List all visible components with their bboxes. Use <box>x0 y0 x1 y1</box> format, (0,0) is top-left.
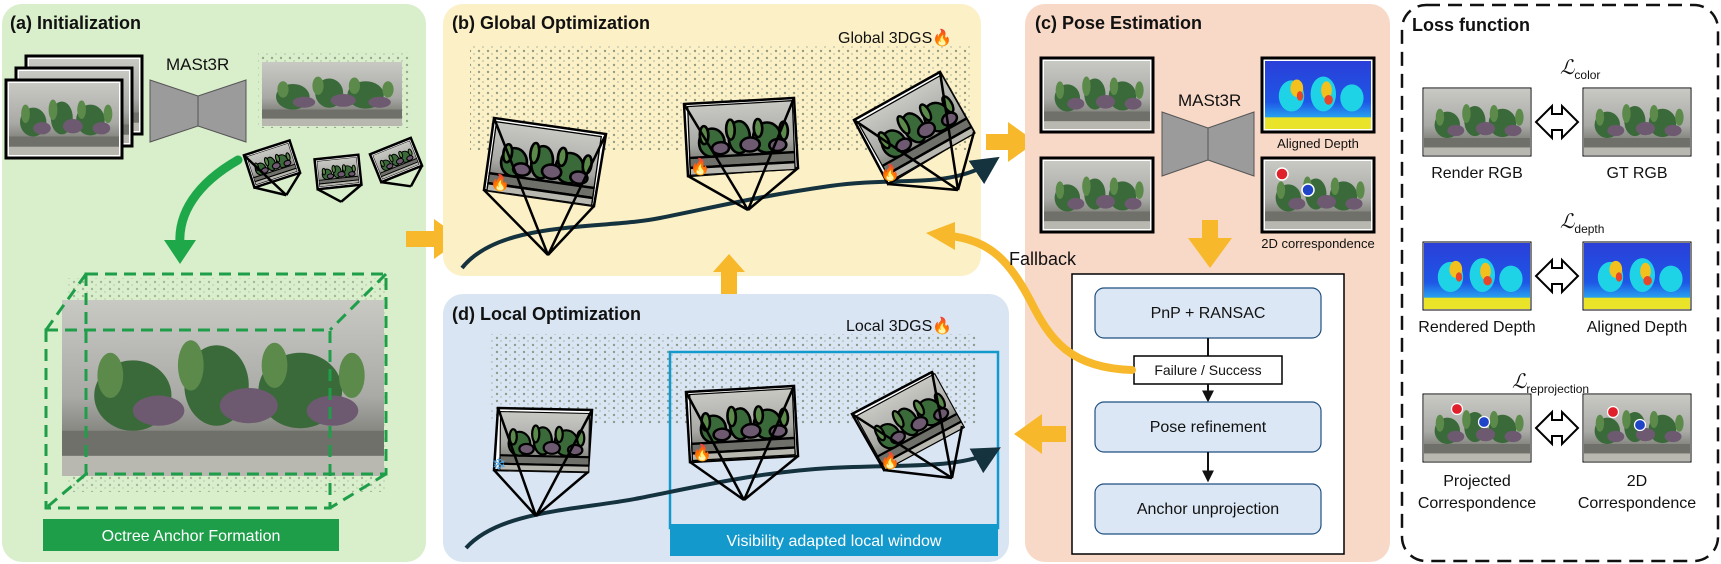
arrow-global-to-pose <box>986 122 1036 162</box>
svg-text:Aligned Depth: Aligned Depth <box>1587 319 1688 336</box>
svg-text:🔥: 🔥 <box>690 157 710 176</box>
pose-step-pnp: PnP + RANSAC <box>1094 287 1322 339</box>
panel-pose-estimation: (c) Pose Estimation MASt3R Aligned Depth… <box>1025 4 1390 562</box>
svg-text:🔥: 🔥 <box>880 163 900 182</box>
init-panel-title: (a) Initialization <box>10 13 141 33</box>
failure-success-check: Failure / Success <box>1133 355 1283 385</box>
octree-bar <box>43 519 339 551</box>
loss-row-reprojection: ℒreprojection Projected Correspondence 2… <box>1418 371 1696 512</box>
svg-text:🔥: 🔥 <box>692 443 712 462</box>
loss-row-depth: ℒdepth Rendered Depth Aligned Depth <box>1418 211 1692 336</box>
init-camera-frustums <box>242 136 424 203</box>
aligned-depth-label: Aligned Depth <box>1277 136 1359 151</box>
panel-loss-function: Loss function ℒcolor Render RGB GT RGB ℒ… <box>1400 3 1720 563</box>
svg-text:Anchor unprojection: Anchor unprojection <box>1137 501 1279 518</box>
loss-panel-title: Loss function <box>1412 15 1530 35</box>
local-3dgs-label: Local 3DGS🔥 <box>846 316 952 335</box>
global-3dgs-label: Global 3DGS🔥 <box>838 28 952 47</box>
init-network-label: MASt3R <box>166 55 229 74</box>
pose-mast3r-network: MASt3R <box>1161 91 1255 177</box>
fallback-arrow <box>946 232 1136 374</box>
pose-network-label: MASt3R <box>1178 91 1241 110</box>
pose-step-unprojection: Anchor unprojection <box>1094 483 1322 535</box>
svg-text:GT RGB: GT RGB <box>1606 165 1667 182</box>
global-panel-title: (b) Global Optimization <box>452 13 650 33</box>
init-green-arrow <box>175 155 243 249</box>
loss-depth-symbol: ℒdepth <box>1560 211 1604 236</box>
svg-text:Pose refinement: Pose refinement <box>1150 419 1267 436</box>
octree-bar-label: Octree Anchor Formation <box>102 528 281 545</box>
local-trajectory <box>464 447 1001 550</box>
svg-text:Correspondence: Correspondence <box>1418 495 1536 512</box>
svg-text:❄: ❄ <box>492 455 506 475</box>
svg-text:Failure / Success: Failure / Success <box>1154 362 1261 378</box>
arrow-mast3r-to-pnp <box>1188 220 1232 268</box>
loss-row-color: ℒcolor Render RGB GT RGB <box>1422 57 1692 182</box>
svg-text:Projected: Projected <box>1443 473 1511 490</box>
init-mast3r-network: MASt3R <box>149 55 247 143</box>
panel-local-optimization: (d) Local Optimization Local 3DGS🔥 ❄ 🔥 <box>443 294 1009 562</box>
pose-panel-title: (c) Pose Estimation <box>1035 13 1202 33</box>
local-window-bar <box>670 524 998 556</box>
svg-text:Render RGB: Render RGB <box>1431 165 1523 182</box>
pose-step-refinement: Pose refinement <box>1094 401 1322 453</box>
global-camera-frustums: 🔥 🔥 🔥 <box>482 70 976 256</box>
svg-text:🔥: 🔥 <box>880 451 900 470</box>
fallback-arrowhead <box>926 222 955 250</box>
svg-text:PnP + RANSAC: PnP + RANSAC <box>1151 305 1266 322</box>
fallback-label: Fallback <box>1009 249 1077 269</box>
init-green-arrowhead <box>164 240 196 264</box>
octree-anchor-cube <box>44 272 388 510</box>
local-panel-title: (d) Local Optimization <box>452 304 641 324</box>
pose-input-frames <box>1039 56 1155 234</box>
loss-color-symbol: ℒcolor <box>1560 57 1600 82</box>
aligned-depth-image <box>1260 56 1376 134</box>
svg-text:Rendered Depth: Rendered Depth <box>1418 319 1535 336</box>
svg-text:🔥: 🔥 <box>490 173 510 192</box>
local-camera-frustums: ❄ 🔥 🔥 <box>492 370 966 517</box>
panel-global-optimization: (b) Global Optimization Global 3DGS🔥 🔥 🔥 <box>443 4 1000 276</box>
input-frame-stack <box>4 54 144 160</box>
correspondence-image <box>1260 156 1376 234</box>
arrow-pose-to-local <box>1014 414 1066 454</box>
svg-text:2D: 2D <box>1627 473 1647 490</box>
local-window-bar-label: Visibility adapted local window <box>727 533 942 550</box>
svg-text:Correspondence: Correspondence <box>1578 495 1696 512</box>
init-point-cloud <box>258 52 410 128</box>
correspondence-label: 2D correspondence <box>1261 236 1374 251</box>
loss-reprojection-symbol: ℒreprojection <box>1512 371 1589 396</box>
panel-initialization: (a) Initialization MASt3R <box>2 4 426 562</box>
